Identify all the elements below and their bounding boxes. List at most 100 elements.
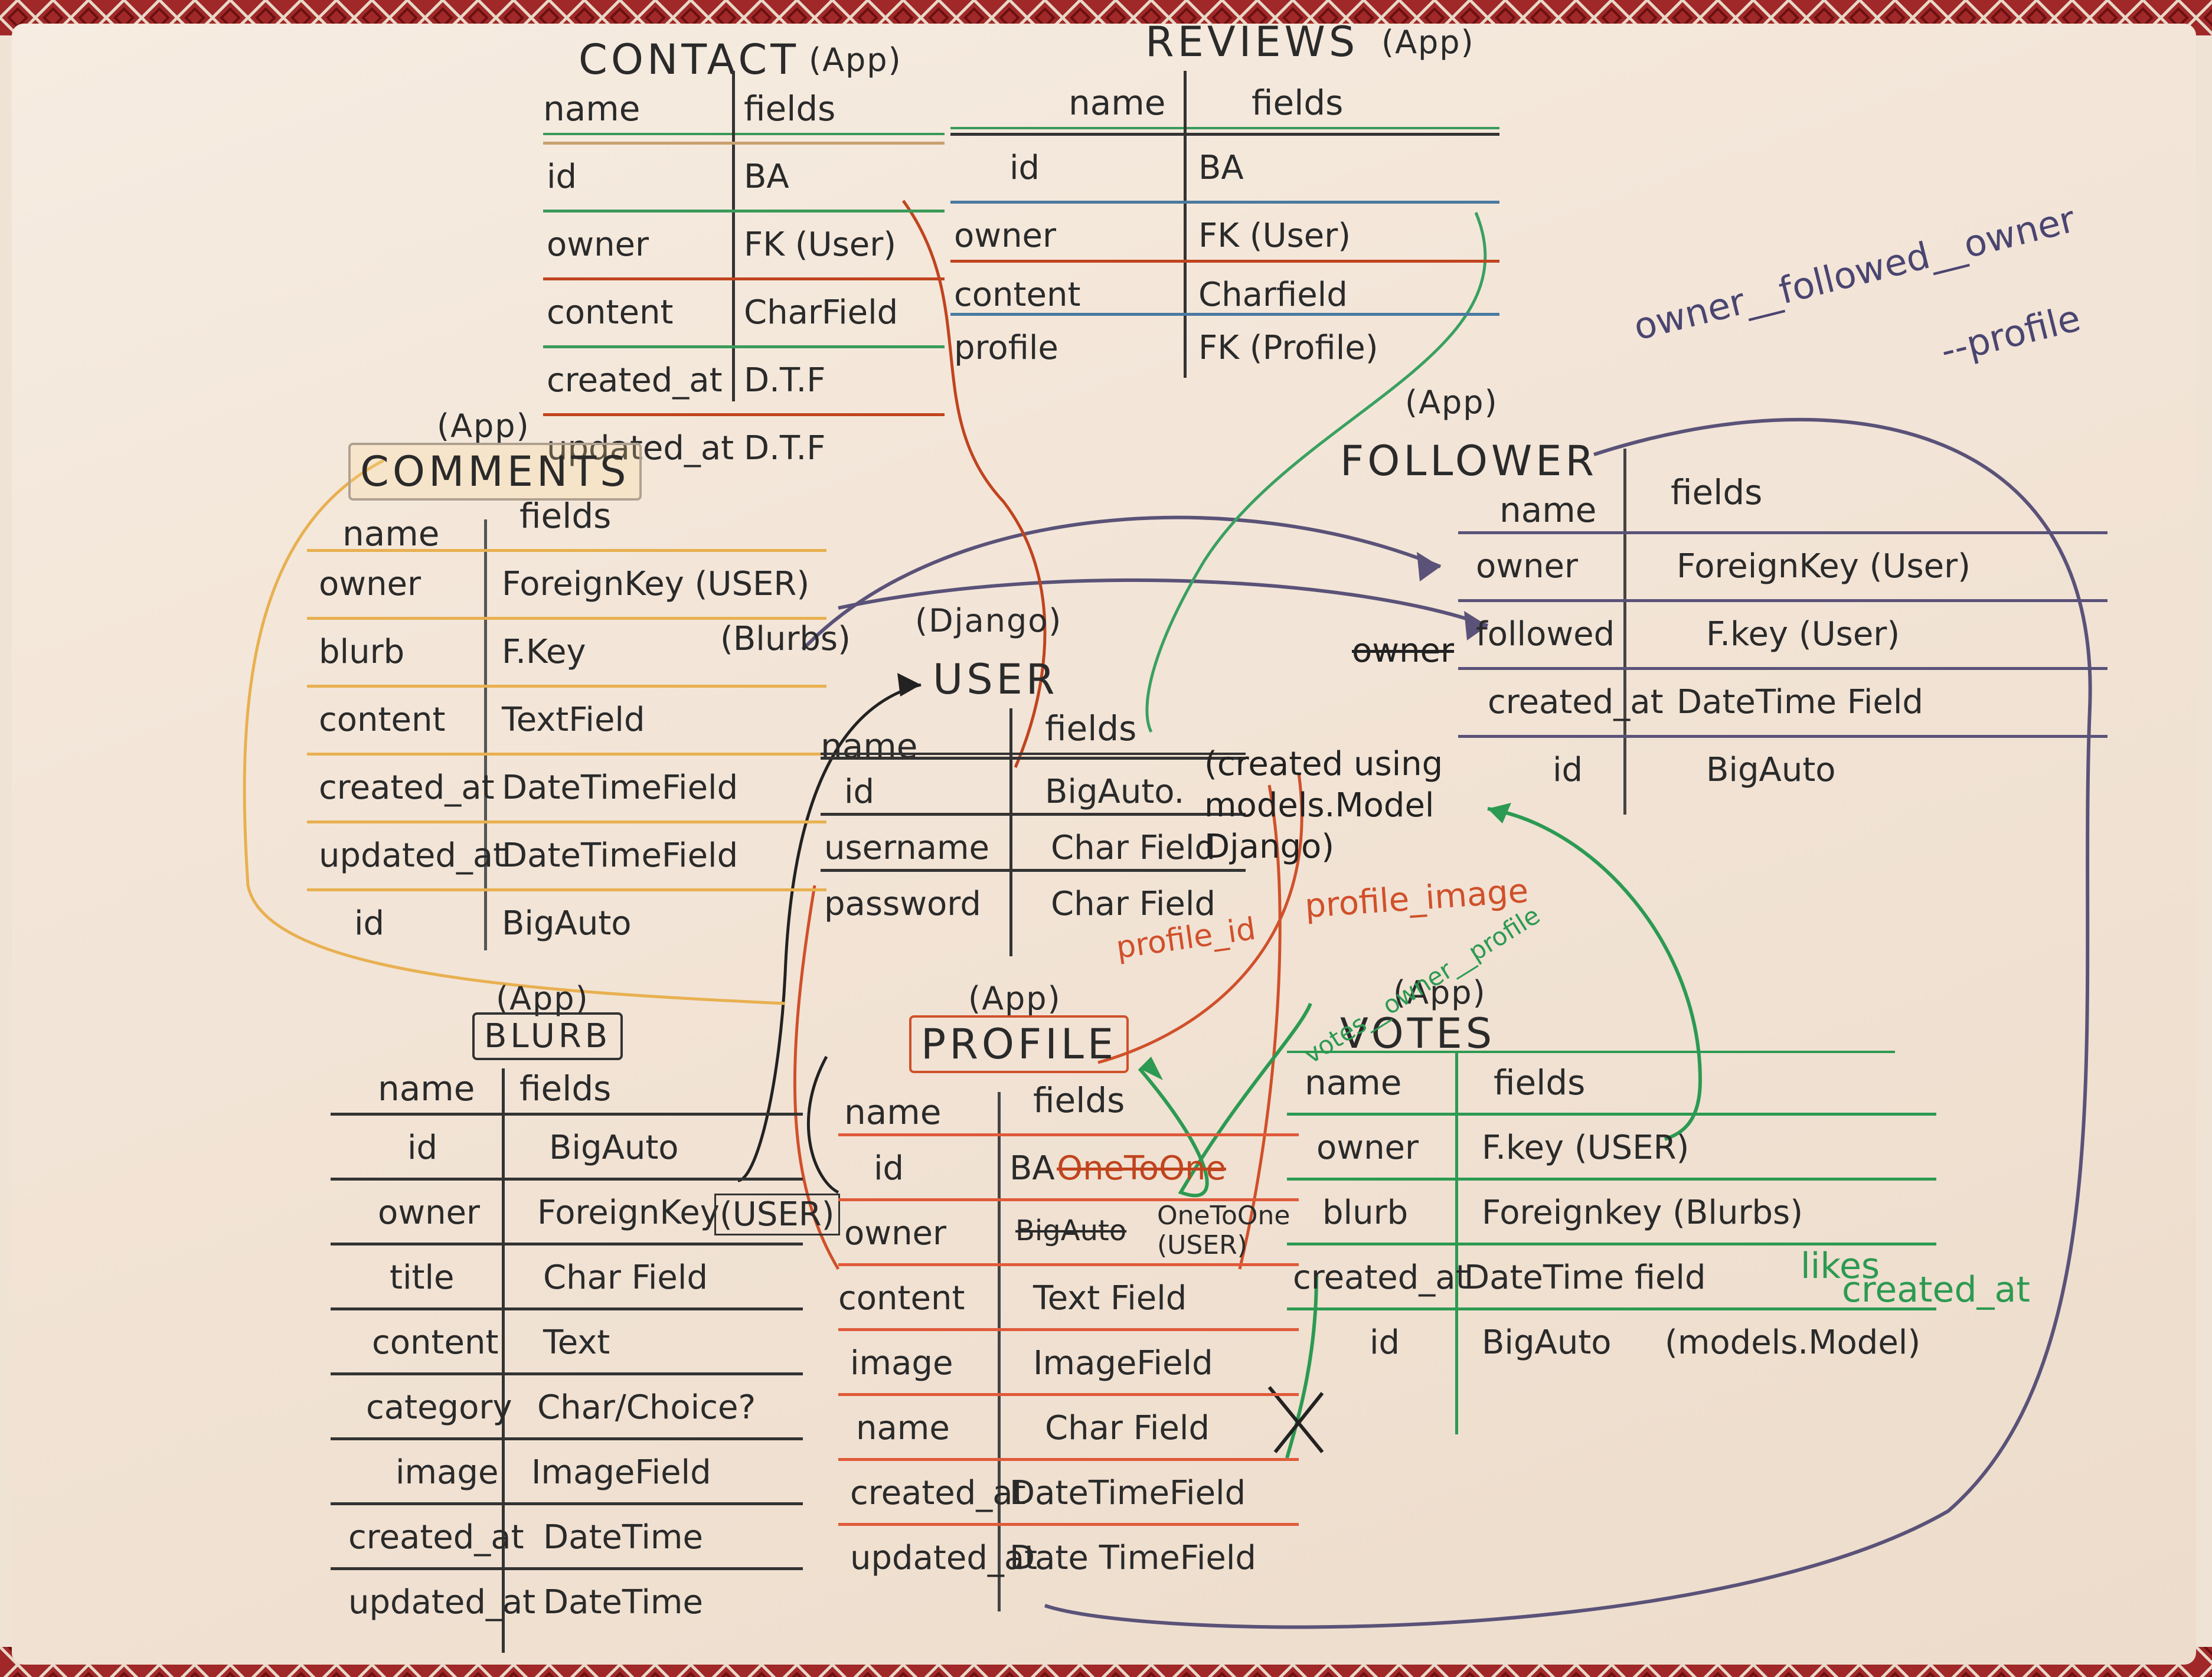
profile-head-fields: fields <box>1033 1080 1125 1120</box>
purple-loop-line <box>1044 417 2092 1629</box>
follower-crossed-word: owner <box>1352 632 1455 670</box>
profile-image-line <box>1097 773 1303 1064</box>
blurb-owner-to-profile-line <box>806 1055 839 1194</box>
user-header-rule <box>821 753 1246 755</box>
contact-head-fields: fields <box>744 89 836 129</box>
user-column-divider <box>1009 708 1012 956</box>
follower-column-divider <box>1623 449 1626 815</box>
votes-likes-note: likes <box>1801 1246 1880 1287</box>
contact-head-name: name <box>543 89 641 129</box>
votes-title: VOTES <box>1340 1009 1496 1058</box>
contact-owner-to-user-line <box>901 200 1047 768</box>
votes-head-fields: fields <box>1494 1063 1586 1103</box>
blurb-owner-to-user-line <box>737 683 922 1182</box>
purple-user-to-followed-line <box>838 578 1489 627</box>
votes-created-line <box>1285 1274 1318 1459</box>
reviews-head-name: name <box>1069 83 1166 123</box>
votes-created-at-note: created_at <box>1842 1269 2030 1310</box>
follower-head-name: name <box>1499 490 1597 530</box>
comments-head-name: name <box>342 514 440 554</box>
reviews-app-label: (App) <box>1381 24 1475 61</box>
comments-column-divider <box>484 519 487 950</box>
user-created-note: (created using models.Model Django) <box>1204 745 1443 866</box>
contact-column-divider <box>732 71 735 401</box>
comments-orange-outline <box>243 459 786 1005</box>
profile-column-divider <box>998 1092 1001 1611</box>
votes-head-name: name <box>1305 1063 1402 1103</box>
comments-app-label: (App) <box>437 407 530 444</box>
arrow-head-user-green <box>1488 803 1511 823</box>
profile-title: PROFILE <box>909 1015 1129 1073</box>
blurb-head-fields: fields <box>519 1068 612 1109</box>
reviews-column-divider <box>1184 71 1187 378</box>
reviews-title: REVIEWS <box>1145 18 1359 66</box>
arrow-head-profile-green <box>1139 1057 1163 1080</box>
blurb-app-label: (App) <box>496 980 589 1017</box>
contact-title: CONTACT <box>579 35 799 84</box>
blurb-column-divider <box>502 1068 505 1653</box>
comments-title: COMMENTS <box>348 443 642 501</box>
x-mark <box>1267 1386 1324 1453</box>
follower-head-fields: fields <box>1671 472 1763 512</box>
reviews-head-fields: fields <box>1252 83 1344 123</box>
profile-head-name: name <box>844 1092 942 1132</box>
user-head-fields: fields <box>1045 708 1137 748</box>
user-title: USER <box>933 655 1058 704</box>
profile-owner-to-user-line <box>793 885 840 1270</box>
arrow-head-user <box>897 673 921 697</box>
reviews-profile-to-profile-line <box>1145 212 1487 733</box>
purple-user-to-follower-line <box>801 515 1442 651</box>
blurb-head-name: name <box>378 1068 475 1109</box>
user-app-label: (Django) <box>915 602 1063 639</box>
follower-app-label: (App) <box>1405 384 1498 421</box>
arrow-head-follower-owner <box>1417 552 1440 581</box>
profile-id-line <box>1238 784 1282 1270</box>
